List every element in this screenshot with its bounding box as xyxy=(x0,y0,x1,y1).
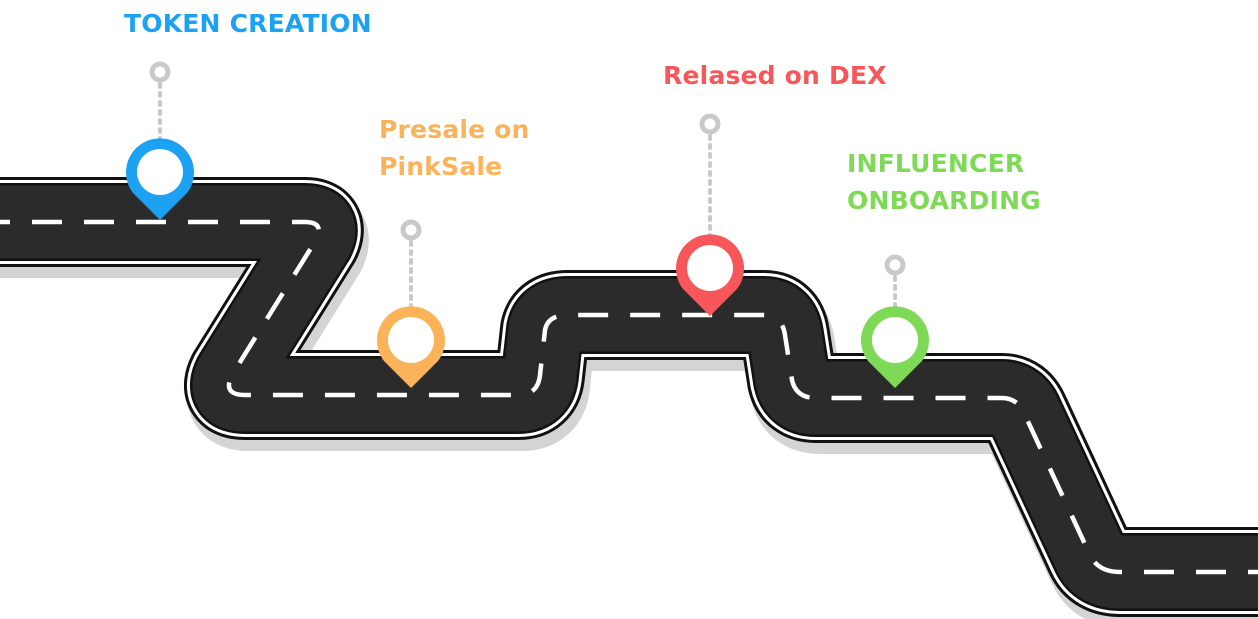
milestone-pin-token-creation xyxy=(125,61,194,220)
lane-marking xyxy=(0,219,1258,575)
pin-anchor-ring xyxy=(149,61,171,83)
pin-anchor-ring xyxy=(400,219,422,241)
milestone-label-token-creation: TOKEN CREATION xyxy=(124,9,372,38)
pin-anchor-ring xyxy=(699,113,721,135)
pin-center xyxy=(388,317,434,363)
pin-center xyxy=(872,317,918,363)
pin-center xyxy=(687,245,733,291)
milestone-pin-influencer-onboarding xyxy=(861,254,929,388)
milestone-label-dex-release: Relased on DEX xyxy=(663,61,887,90)
milestone-label-influencer-onboarding: INFLUENCER ONBOARDING xyxy=(847,149,1041,215)
pin-anchor-ring xyxy=(884,254,906,276)
milestone-pin-presale xyxy=(377,219,445,388)
road xyxy=(0,177,1258,617)
milestone-label-presale: Presale on PinkSale xyxy=(379,115,530,181)
pin-center xyxy=(137,149,183,195)
milestone-pins xyxy=(125,61,929,388)
milestone-pin-dex-release xyxy=(676,113,744,316)
